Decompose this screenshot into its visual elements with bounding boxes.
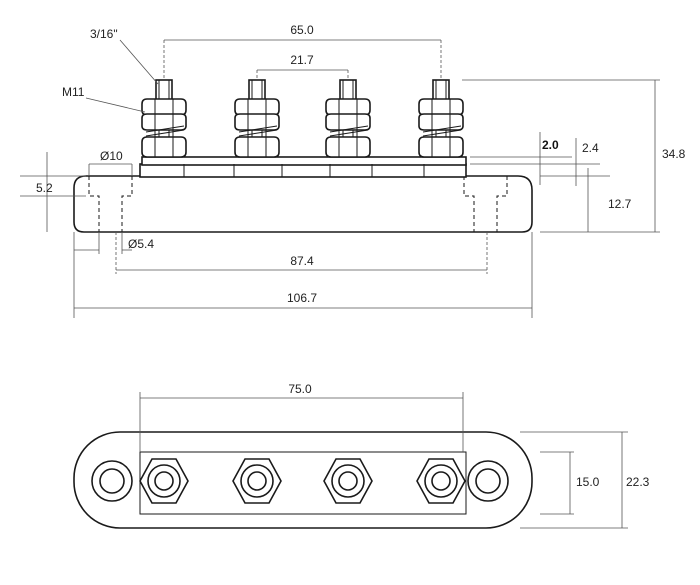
callout-nut-size: M11 bbox=[62, 85, 146, 113]
dim-strip-thickness: 2.4 bbox=[470, 138, 600, 186]
dim-overall-width: 22.3 bbox=[520, 431, 650, 529]
hidden-mount-holes bbox=[88, 176, 508, 232]
dim-mount-spacing: 87.4 bbox=[115, 232, 488, 274]
hex-nut-2 bbox=[232, 458, 282, 504]
dim-label-15: 15.0 bbox=[576, 475, 600, 489]
dim-strip-length: 75.0 bbox=[139, 382, 464, 452]
strip-segments bbox=[183, 164, 425, 177]
dim-counterbore-dia: Ø10 bbox=[88, 149, 133, 176]
hex-nut-3 bbox=[323, 458, 373, 504]
busbar-strip bbox=[139, 163, 467, 178]
dim-counterbore-depth: 5.2 bbox=[20, 152, 86, 232]
dim-label-87-4: 87.4 bbox=[290, 254, 314, 268]
stud-4 bbox=[418, 79, 464, 158]
hex-nut-1 bbox=[139, 458, 189, 504]
callout-stud-thread: 3/16" bbox=[90, 27, 159, 85]
dim-label-5-2: 5.2 bbox=[36, 181, 53, 195]
dim-label-21-7: 21.7 bbox=[290, 53, 314, 67]
busbar-plate bbox=[141, 156, 467, 166]
dim-label-dia-5-4: Ø5.4 bbox=[128, 237, 154, 251]
dim-label-34-8: 34.8 bbox=[662, 147, 686, 161]
label-stud-thread: 3/16" bbox=[90, 27, 118, 41]
hex-nut-4 bbox=[416, 458, 466, 504]
base-top-outline bbox=[73, 431, 533, 529]
top-view: 75.0 15.0 22.3 bbox=[73, 382, 650, 529]
dim-label-106-7: 106.7 bbox=[287, 291, 317, 305]
dim-base-height: 12.7 bbox=[540, 168, 632, 232]
side-view: 65.0 21.7 3/16" M11 34.8 bbox=[20, 23, 686, 318]
stud-2 bbox=[234, 79, 280, 158]
dim-label-2-0: 2.0 bbox=[542, 138, 559, 152]
dim-label-dia-10: Ø10 bbox=[100, 149, 123, 163]
dim-label-22-3: 22.3 bbox=[626, 475, 650, 489]
stud-3 bbox=[325, 79, 371, 158]
mount-hole-right bbox=[467, 460, 509, 502]
base-block bbox=[73, 175, 533, 233]
label-nut-size: M11 bbox=[62, 85, 85, 99]
dim-overall-length: 106.7 bbox=[73, 232, 533, 318]
dim-label-65: 65.0 bbox=[290, 23, 314, 37]
dim-total-height: 34.8 bbox=[462, 79, 686, 233]
stud-1 bbox=[141, 79, 187, 158]
dim-stud-pitch: 21.7 bbox=[256, 53, 349, 80]
mount-hole-left bbox=[91, 460, 133, 502]
dim-label-12-7: 12.7 bbox=[608, 197, 632, 211]
dim-mount-hole: Ø5.4 bbox=[74, 232, 154, 254]
dim-strip-width: 15.0 bbox=[540, 451, 600, 515]
dim-label-2-4: 2.4 bbox=[582, 141, 599, 155]
dim-label-75: 75.0 bbox=[288, 382, 312, 396]
dim-stud-pitch-outer: 65.0 bbox=[163, 23, 442, 80]
strip-top-outline bbox=[139, 451, 467, 515]
